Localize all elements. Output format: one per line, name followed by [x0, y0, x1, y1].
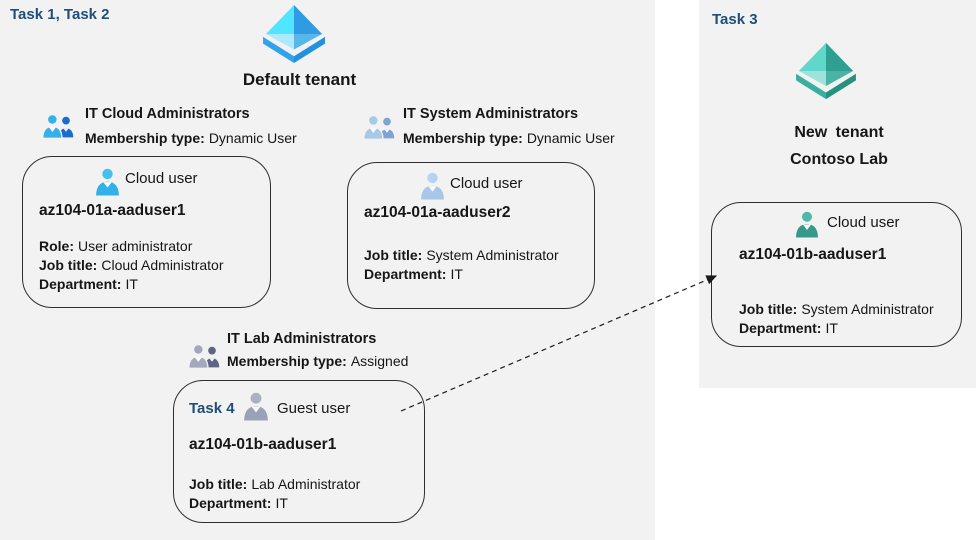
default-tenant-panel: Task 1, Task 2 Default tenant IT Cloud A…	[0, 0, 655, 540]
field-value: IT	[450, 266, 463, 282]
user-fields: Job title:System Administrator Departmen…	[739, 300, 934, 338]
cloud-user-icon	[421, 172, 444, 200]
field-value: User administrator	[78, 238, 193, 254]
task-1-2-label: Task 1, Task 2	[10, 6, 110, 23]
default-tenant-title: Default tenant	[242, 70, 357, 89]
username: az104-01b-aaduser1	[739, 246, 887, 263]
field-row: Job title:Cloud Administrator	[39, 256, 224, 275]
new-tenant-panel: Task 3 New tenant Contoso Lab Cloud user…	[699, 0, 976, 388]
user-fields: Role:User administrator Job title:Cloud …	[39, 237, 224, 294]
field-value: Lab Administrator	[251, 476, 361, 492]
group-icon	[42, 113, 74, 139]
user-fields: Job title:System Administrator Departmen…	[364, 246, 559, 284]
field-row: Department:IT	[739, 319, 934, 338]
user-card-aaduser2: Cloud user az104-01a-aaduser2 Job title:…	[347, 162, 595, 309]
username: az104-01a-aaduser1	[39, 202, 186, 219]
group-icon	[363, 114, 395, 140]
field-row: Department:IT	[39, 275, 224, 294]
membership-line: Membership type:Assigned	[227, 353, 408, 369]
user-card-guest: Task 4 Guest user az104-01b-aaduser1 Job…	[173, 380, 425, 523]
group-name: IT Cloud Administrators	[85, 106, 250, 122]
field-value: System Administrator	[426, 247, 559, 263]
field-value: Cloud Administrator	[101, 257, 224, 273]
task-4-label: Task 4	[189, 400, 235, 417]
field-value: IT	[275, 495, 288, 511]
user-card-new-tenant: Cloud user az104-01b-aaduser1 Job title:…	[711, 202, 962, 347]
field-row: Job title:Lab Administrator	[189, 475, 360, 494]
azure-ad-tenant-icon	[263, 4, 325, 64]
new-tenant-icon	[796, 42, 856, 100]
group-name: IT Lab Administrators	[227, 331, 377, 347]
field-row: Job title:System Administrator	[739, 300, 934, 319]
membership-label: Membership type:	[403, 130, 523, 146]
membership-value: Dynamic User	[208, 130, 297, 146]
field-label: Department:	[739, 320, 822, 336]
user-type-label: Cloud user	[827, 214, 900, 231]
field-label: Job title:	[739, 301, 798, 317]
guest-user-icon	[244, 392, 268, 421]
cloud-user-icon	[96, 168, 119, 196]
user-type-label: Guest user	[277, 400, 351, 417]
user-type-label: Cloud user	[125, 170, 198, 187]
membership-value: Dynamic User	[526, 130, 615, 146]
user-card-aaduser1: Cloud user az104-01a-aaduser1 Role:User …	[22, 156, 271, 308]
username: az104-01a-aaduser2	[364, 204, 511, 221]
group-name: IT System Administrators	[403, 106, 579, 122]
username: az104-01b-aaduser1	[189, 436, 337, 453]
new-tenant-title-line1: New tenant	[794, 124, 884, 141]
cloud-user-icon	[796, 211, 818, 238]
task-3-label: Task 3	[712, 11, 758, 28]
field-row: Job title:System Administrator	[364, 246, 559, 265]
field-row: Role:User administrator	[39, 237, 224, 256]
user-fields: Job title:Lab Administrator Department:I…	[189, 475, 360, 513]
membership-label: Membership type:	[85, 130, 205, 146]
membership-line: Membership type:Dynamic User	[85, 130, 297, 146]
user-type-label: Cloud user	[450, 175, 523, 192]
field-value: IT	[125, 276, 138, 292]
membership-value: Assigned	[350, 353, 409, 369]
field-label: Role:	[39, 238, 74, 254]
field-label: Department:	[39, 276, 122, 292]
field-row: Department:IT	[364, 265, 559, 284]
field-value: IT	[825, 320, 838, 336]
field-row: Department:IT	[189, 494, 360, 513]
membership-label: Membership type:	[227, 353, 347, 369]
field-label: Job title:	[39, 257, 98, 273]
field-value: System Administrator	[801, 301, 934, 317]
field-label: Job title:	[364, 247, 423, 263]
field-label: Department:	[189, 495, 272, 511]
field-label: Job title:	[189, 476, 248, 492]
field-label: Department:	[364, 266, 447, 282]
new-tenant-title-line2: Contoso Lab	[790, 151, 888, 168]
membership-line: Membership type:Dynamic User	[403, 130, 615, 146]
group-icon	[188, 343, 220, 369]
